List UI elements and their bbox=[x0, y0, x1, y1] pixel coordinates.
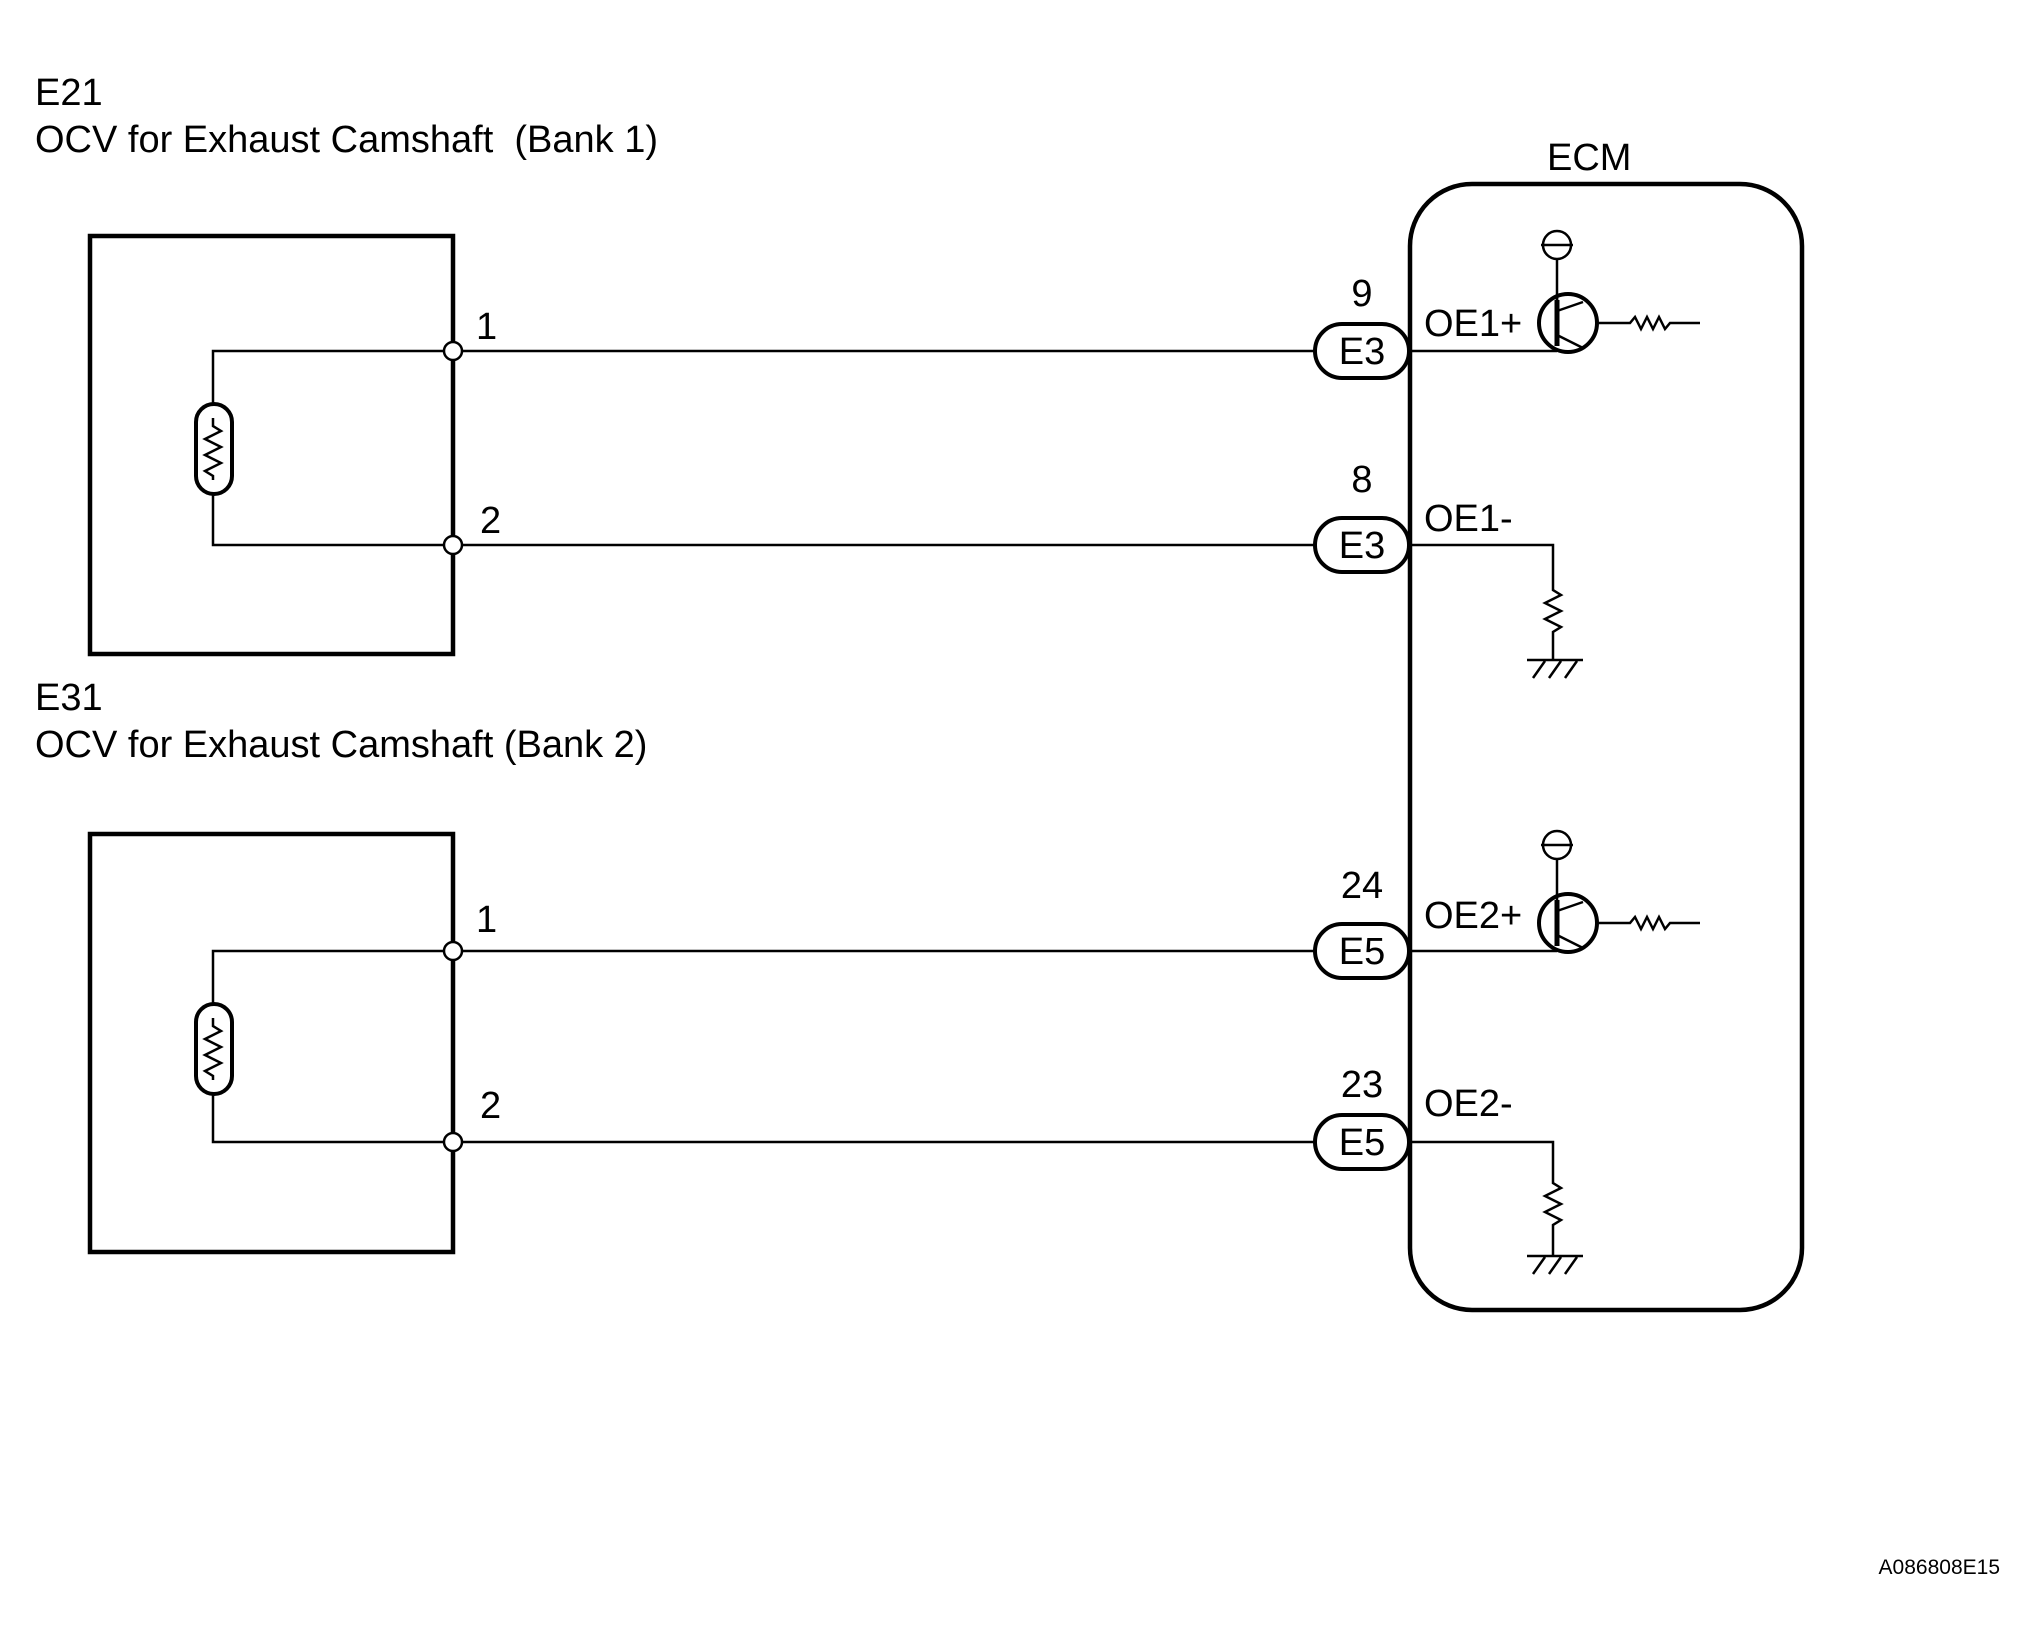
resistor-ground-icon bbox=[1527, 585, 1583, 679]
connector-e5-pin24: E5 24 bbox=[1313, 865, 1411, 980]
ocv-bank1-id: E21 bbox=[35, 72, 103, 114]
transistor-icon bbox=[1537, 829, 1700, 954]
ecm-inner-wire bbox=[1410, 543, 1555, 585]
ocv-bank2-internal-wire-top bbox=[211, 949, 453, 1004]
figure-code: A086808E15 bbox=[1879, 1556, 2000, 1579]
ocv-bank1-pin1-label: 1 bbox=[476, 306, 497, 348]
ecm-label: ECM bbox=[1547, 137, 1631, 179]
connector-pin-number: 24 bbox=[1341, 865, 1383, 907]
connector-pin-number: 9 bbox=[1351, 273, 1372, 315]
ocv-bank1-internal-wire-top bbox=[211, 349, 453, 404]
signal-label-oe2-plus: OE2+ bbox=[1424, 895, 1522, 937]
ocv-bank2-pin2-label: 2 bbox=[480, 1085, 501, 1127]
ocv-bank1-name: OCV for Exhaust Camshaft (Bank 1) bbox=[35, 119, 658, 161]
ocv-bank1-pin2-label: 2 bbox=[480, 500, 501, 542]
harness-wires bbox=[442, 340, 1318, 1153]
ocv-bank2-group: E31 OCV for Exhaust Camshaft (Bank 2) 1 … bbox=[35, 677, 647, 1255]
connector-e5-pin23: E5 23 bbox=[1313, 1064, 1411, 1171]
connector-id: E3 bbox=[1339, 525, 1385, 567]
signal-label-oe2-minus: OE2- bbox=[1424, 1083, 1513, 1125]
ecm-inner-wire bbox=[1410, 1140, 1555, 1178]
terminal-node bbox=[442, 940, 464, 962]
ocv-bank1-box bbox=[87, 233, 456, 657]
terminal-node bbox=[442, 534, 464, 556]
connector-e3-pin8: E3 8 bbox=[1313, 459, 1411, 574]
solenoid-coil-icon bbox=[194, 402, 234, 496]
ecm-box bbox=[1407, 181, 1805, 1313]
ocv-bank2-box bbox=[87, 831, 456, 1255]
signal-label-oe1-plus: OE1+ bbox=[1424, 303, 1522, 345]
resistor-ground-icon bbox=[1527, 1178, 1583, 1275]
solenoid-coil-icon bbox=[194, 1002, 234, 1096]
connector-e3-pin9: E3 9 bbox=[1313, 273, 1411, 380]
connector-id: E3 bbox=[1339, 331, 1385, 373]
connector-pin-number: 23 bbox=[1341, 1064, 1383, 1106]
transistor-icon bbox=[1537, 229, 1700, 354]
ocv-bank2-name: OCV for Exhaust Camshaft (Bank 2) bbox=[35, 724, 647, 766]
connector-pin-number: 8 bbox=[1351, 459, 1372, 501]
terminal-node bbox=[442, 1131, 464, 1153]
ocv-bank2-internal-wire-bottom bbox=[211, 1094, 453, 1144]
ocv-bank2-pin1-label: 1 bbox=[476, 899, 497, 941]
terminal-node bbox=[442, 340, 464, 362]
ocv-bank1-group: E21 OCV for Exhaust Camshaft (Bank 1) 1 … bbox=[35, 72, 658, 657]
ocv-bank2-id: E31 bbox=[35, 677, 103, 719]
connector-id: E5 bbox=[1339, 931, 1385, 973]
ocv-bank1-internal-wire-bottom bbox=[211, 494, 453, 547]
connector-id: E5 bbox=[1339, 1122, 1385, 1164]
signal-label-oe1-minus: OE1- bbox=[1424, 498, 1513, 540]
ecm-group: ECM bbox=[1407, 137, 1805, 1313]
